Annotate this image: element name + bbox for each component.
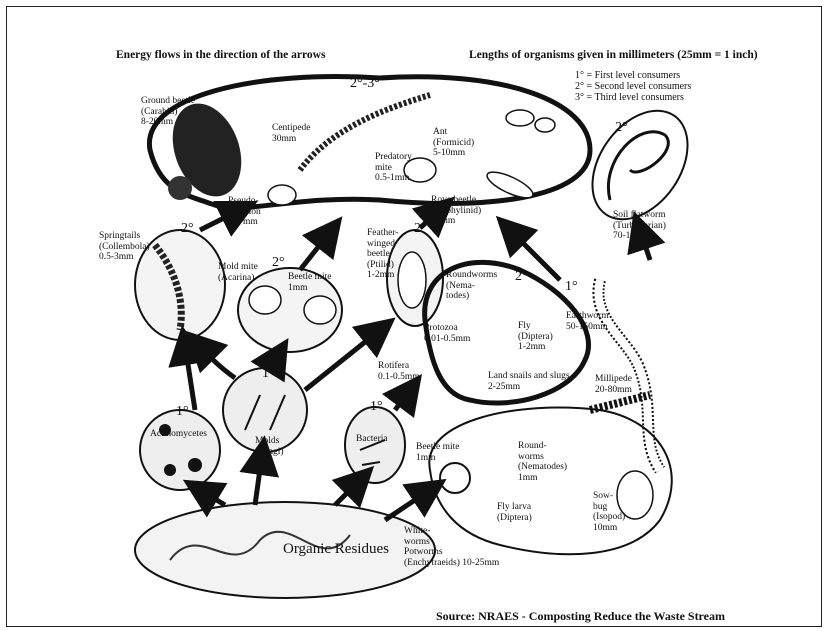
level-molds: 1° bbox=[262, 367, 275, 381]
label-fly-larva: Fly larva (Diptera) bbox=[497, 502, 532, 523]
level-bacteria: 1° bbox=[370, 400, 383, 414]
label-sowbug: Sow- bug (Isopod) 10mm bbox=[593, 491, 625, 533]
level-actino: 1° bbox=[176, 405, 189, 419]
ant-icon bbox=[506, 110, 555, 132]
label-springtails: Springtails (Collembola) 0.5-3mm bbox=[99, 231, 150, 263]
level-top: 2°-3° bbox=[350, 77, 380, 91]
label-roundworms-top: Roundworms (Nema- todes) bbox=[446, 270, 497, 302]
arrow-residues-bacteria bbox=[335, 480, 360, 505]
label-soil-flatworm: Soil flatworm (Turbellarian) 70-150mm bbox=[613, 210, 666, 242]
label-feather-winged-beetle: Feather- winged beetle (Ptilid) 1-2mm bbox=[367, 228, 398, 281]
header-right: Lengths of organisms given in millimeter… bbox=[469, 49, 758, 61]
label-actinomycetes: Actinomycetes bbox=[150, 429, 207, 440]
arrow-mites-pseudo bbox=[300, 232, 330, 270]
label-molds: Molds (Fungi) bbox=[255, 436, 284, 457]
legend-item-3: 3° = Third level consumers bbox=[575, 92, 691, 103]
label-millipede: Millipede 20-80mm bbox=[595, 374, 632, 395]
arrow-residues-actino bbox=[200, 490, 225, 505]
label-rotifera: Rotifera 0.1-0.5mm bbox=[378, 361, 420, 382]
millipede-icon bbox=[590, 395, 650, 410]
legend-item-2: 2° = Second level consumers bbox=[575, 81, 691, 92]
label-roundworms-bottom: Round- worms (Nematodes) 1mm bbox=[518, 441, 567, 483]
label-beetle-mite-top: Beetle mite 1mm bbox=[288, 272, 332, 293]
beetle-mite-bottom-icon bbox=[440, 463, 470, 493]
level-springtails: 2° bbox=[181, 222, 194, 236]
label-rove-beetle: Rove beetle (Staphylinid) 10mm bbox=[431, 195, 481, 227]
label-fly: Fly (Diptera) 1-2mm bbox=[518, 321, 553, 353]
label-bacteria: Bacteria bbox=[356, 434, 388, 445]
organic-residues-label: Organic Residues bbox=[283, 541, 389, 558]
arrow-molds-springtails bbox=[200, 345, 235, 378]
actinomycetes-circle bbox=[140, 410, 220, 490]
arrow-actino-springtails bbox=[185, 345, 195, 410]
label-ground-beetle: Ground beetle (Carabid) 8-20mm bbox=[141, 96, 195, 128]
arrow-residues-lower bbox=[385, 490, 430, 520]
arrow-bacteria-microfauna bbox=[395, 390, 410, 410]
legend-item-1: 1° = First level consumers bbox=[575, 70, 691, 81]
label-protozoa: Protozoa 0.01-0.5mm bbox=[424, 323, 470, 344]
label-centipede: Centipede 30mm bbox=[272, 123, 311, 144]
label-mold-mite: Mold mite (Acarina) bbox=[218, 262, 258, 283]
level-flatworm: 2° bbox=[615, 121, 628, 135]
level-feather: 2° bbox=[414, 222, 427, 236]
label-beetle-mite-bottom: Beetle mite 1mm bbox=[416, 442, 460, 463]
pseudoscorpion-icon bbox=[268, 185, 296, 205]
legend: 1° = First level consumers 2° = Second l… bbox=[575, 70, 691, 103]
label-predatory-mite: Predatory mite 0.5-1mm bbox=[375, 152, 412, 184]
level-earthworm: 1° bbox=[565, 280, 578, 294]
label-whiteworms: White- worms Potworms (Enchytraeids) 10-… bbox=[404, 526, 499, 568]
level-mites: 2° bbox=[272, 256, 285, 270]
arrow-residues-molds bbox=[255, 455, 262, 505]
level-roundworms: 2° bbox=[515, 270, 528, 284]
header-left: Energy flows in the direction of the arr… bbox=[116, 49, 325, 61]
label-ant: Ant (Formicid) 5-10mm bbox=[433, 127, 474, 159]
source-caption: Source: NRAES - Composting Reduce the Wa… bbox=[436, 609, 725, 624]
label-land-snails: Land snails and slugs 2-25mm bbox=[488, 371, 570, 392]
bacteria-circle bbox=[345, 407, 405, 483]
label-earthworm: Earthworm 50-150mm bbox=[566, 311, 609, 332]
label-pseudoscorpion: Pseudo- scorpion 1-2 mm bbox=[228, 196, 261, 228]
